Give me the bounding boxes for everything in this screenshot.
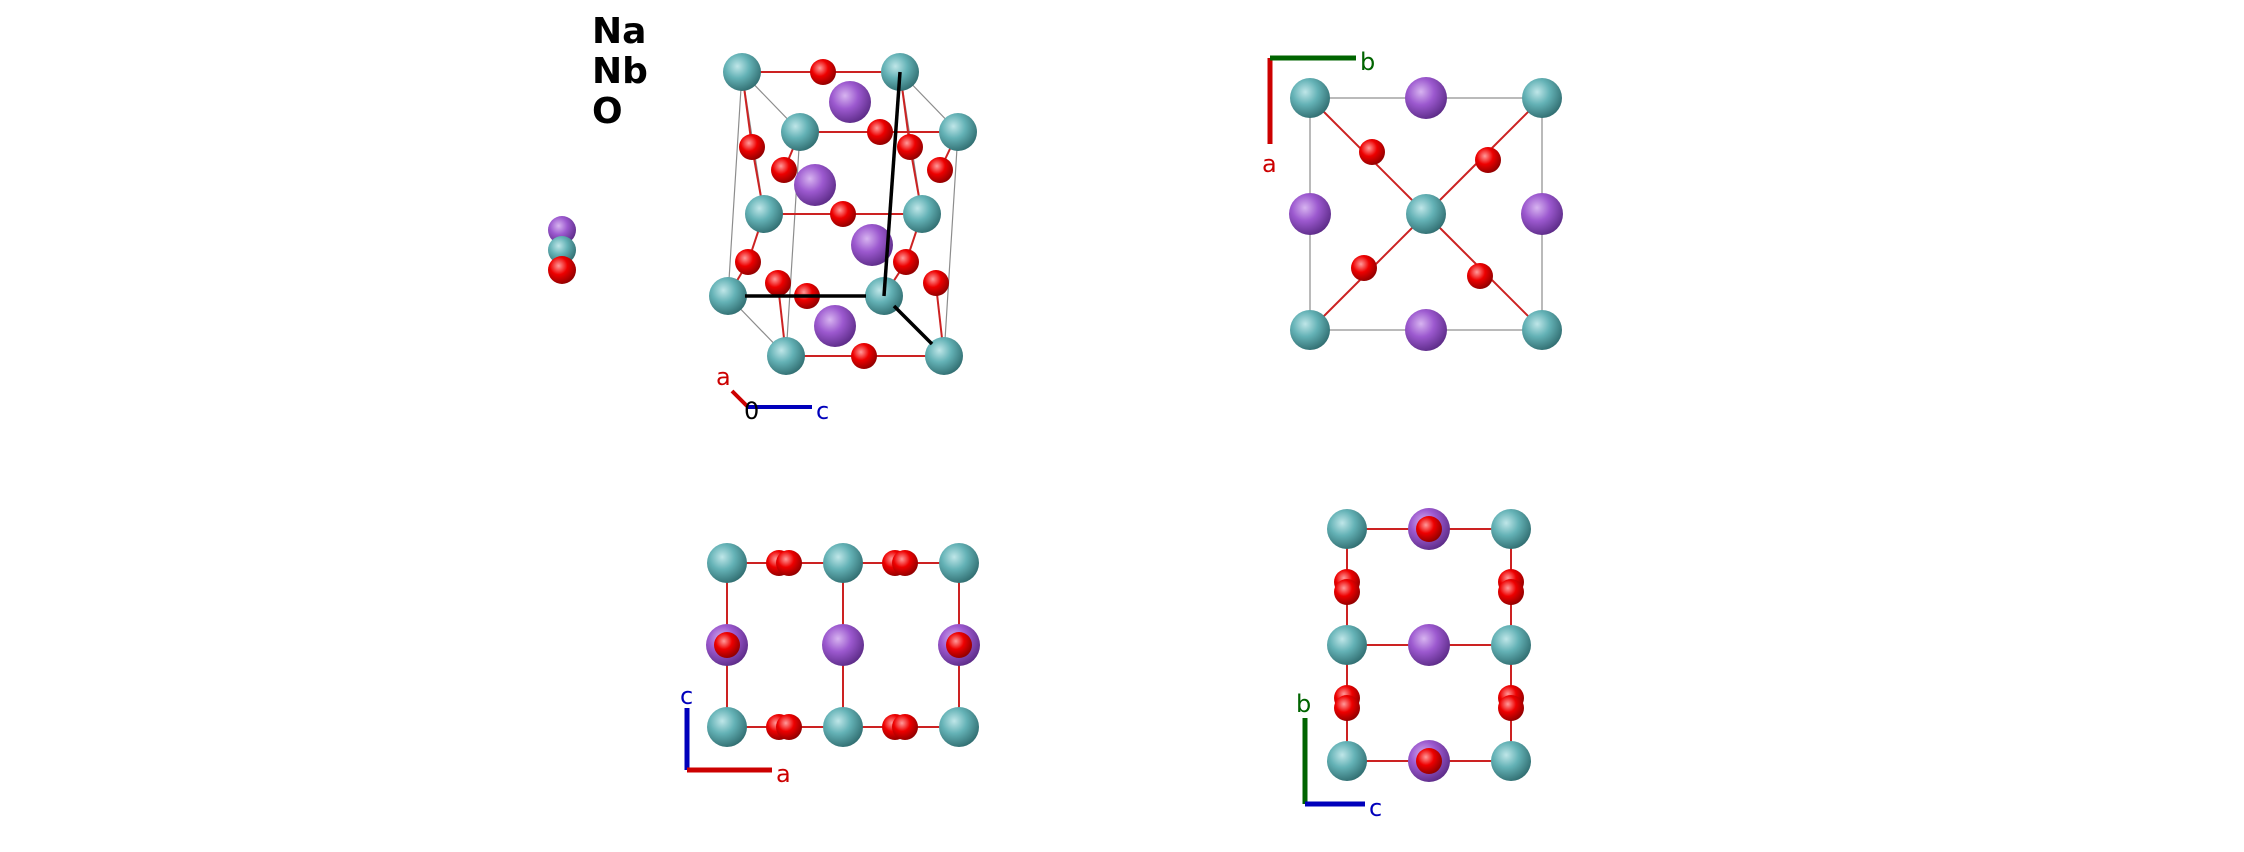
o-atom xyxy=(867,119,893,145)
na-atom xyxy=(1405,309,1447,351)
o-atom xyxy=(897,134,923,160)
o-atom xyxy=(851,343,877,369)
axis-a-label: a xyxy=(776,760,791,788)
na-atom xyxy=(851,224,893,266)
nb-atom xyxy=(707,543,747,583)
atoms xyxy=(1289,77,1563,351)
axis-origin-label: 0 xyxy=(744,397,759,425)
o-atom xyxy=(776,714,802,740)
legend-label-na: Na xyxy=(592,11,646,52)
nb-atom xyxy=(781,113,819,151)
o-atom xyxy=(946,632,972,658)
perspective-axis-triad: a c 0 xyxy=(716,363,829,425)
axis-c-label: c xyxy=(816,397,829,425)
nb-atom xyxy=(1327,625,1367,665)
nb-atom xyxy=(939,707,979,747)
o-atom xyxy=(1498,695,1524,721)
o-atom xyxy=(830,201,856,227)
nb-atom xyxy=(723,53,761,91)
nb-atom xyxy=(1290,78,1330,118)
o-atom xyxy=(739,134,765,160)
nb-atom xyxy=(767,337,805,375)
o-atom xyxy=(714,632,740,658)
o-atom xyxy=(1467,263,1493,289)
nb-atom xyxy=(1406,194,1446,234)
axis-a-label: a xyxy=(1262,150,1277,178)
nb-atom xyxy=(745,195,783,233)
nb-atom xyxy=(1290,310,1330,350)
o-atom xyxy=(1416,748,1442,774)
o-atom xyxy=(1359,139,1385,165)
nb-atom xyxy=(1491,741,1531,781)
na-atom xyxy=(1405,77,1447,119)
legend-atom-o xyxy=(548,256,576,284)
element-legend: Na Nb O xyxy=(548,11,648,284)
o-atom xyxy=(1351,255,1377,281)
nb-atom xyxy=(939,113,977,151)
na-atom xyxy=(822,624,864,666)
nb-atom xyxy=(925,337,963,375)
axis-triad-along-a: b c xyxy=(1296,690,1382,822)
axis-triad-along-b: c a xyxy=(680,682,791,788)
axis-b-label: b xyxy=(1296,690,1311,718)
na-atom xyxy=(1521,193,1563,235)
o-atom xyxy=(923,270,949,296)
o-atom xyxy=(1498,579,1524,605)
o-atom xyxy=(735,249,761,275)
o-atom xyxy=(893,249,919,275)
na-atom xyxy=(1289,193,1331,235)
o-atom xyxy=(765,270,791,296)
axis-b-label: b xyxy=(1360,48,1375,76)
legend-atom-na xyxy=(548,216,576,244)
nb-atom xyxy=(1327,741,1367,781)
nb-atom xyxy=(709,277,747,315)
o-atom xyxy=(1416,516,1442,542)
perspective-view: a c 0 xyxy=(709,53,977,425)
nb-atom xyxy=(1327,509,1367,549)
nb-atom xyxy=(707,707,747,747)
view-along-b: c a xyxy=(680,543,980,788)
na-atom xyxy=(829,81,871,123)
na-atom xyxy=(794,164,836,206)
o-atom xyxy=(1334,695,1360,721)
nb-atom xyxy=(1491,509,1531,549)
nb-atom xyxy=(1491,625,1531,665)
axis-a-line xyxy=(730,389,750,409)
nb-atom xyxy=(823,543,863,583)
nb-atom xyxy=(823,707,863,747)
legend-label-nb: Nb xyxy=(592,51,648,92)
na-atom xyxy=(814,305,856,347)
na-atom xyxy=(1408,624,1450,666)
axis-a-label: a xyxy=(716,363,731,391)
legend-label-o: O xyxy=(592,91,623,132)
o-atom xyxy=(810,59,836,85)
nb-atom xyxy=(1522,78,1562,118)
o-atom xyxy=(776,550,802,576)
o-atom xyxy=(927,157,953,183)
view-along-a: b c xyxy=(1296,508,1531,822)
o-atom xyxy=(892,550,918,576)
nb-atom xyxy=(903,195,941,233)
perspective-atoms xyxy=(709,53,977,375)
axis-c-label: c xyxy=(680,682,693,710)
axis-c-label: c xyxy=(1369,794,1382,822)
o-atom xyxy=(892,714,918,740)
atoms xyxy=(706,543,980,747)
nb-atom xyxy=(1522,310,1562,350)
o-atom xyxy=(1334,579,1360,605)
legend-atom-stack xyxy=(548,216,576,284)
atoms xyxy=(1327,508,1531,782)
view-along-c: a b xyxy=(1262,48,1563,351)
nb-atom xyxy=(939,543,979,583)
perspective-highlighted-cell-edges xyxy=(745,71,934,346)
o-atom xyxy=(771,157,797,183)
o-atom xyxy=(1475,147,1501,173)
axis-triad-along-c: a b xyxy=(1262,48,1375,178)
legend-atom-nb xyxy=(548,236,576,264)
